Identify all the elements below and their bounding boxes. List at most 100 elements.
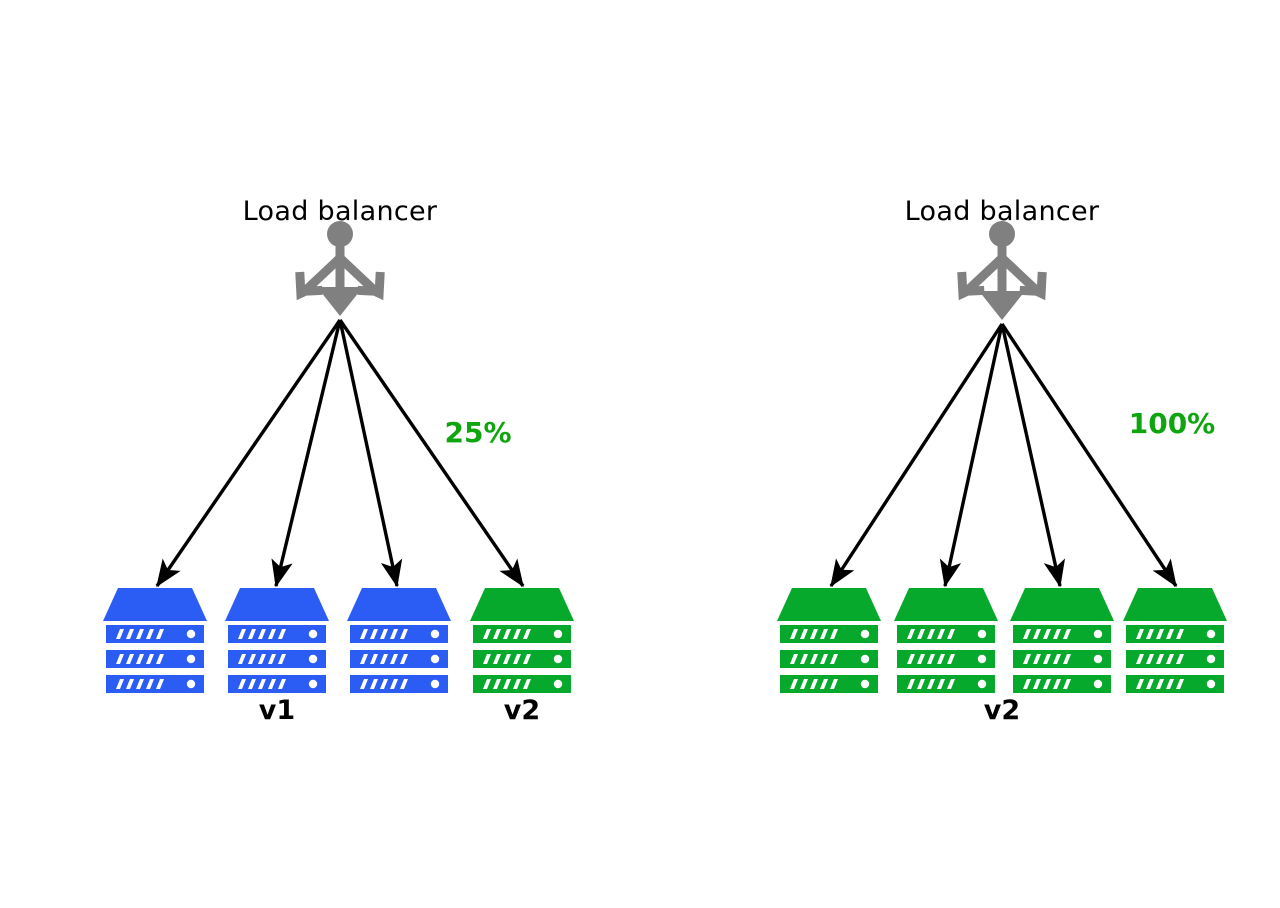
server-vent-slot — [800, 654, 808, 664]
lb-arrowhead-right — [357, 271, 385, 301]
status-led — [430, 629, 440, 639]
server-vent-slot — [1156, 679, 1164, 689]
server-lid — [225, 588, 329, 621]
server-vent-slot — [1023, 629, 1031, 639]
server-node[interactable] — [347, 588, 451, 693]
server-vent-slot — [278, 629, 286, 639]
status-led — [1206, 654, 1216, 664]
server-vent-slot — [947, 654, 955, 664]
server-unit — [780, 650, 878, 668]
server-vent-slot — [1053, 629, 1061, 639]
server-unit — [228, 625, 326, 643]
server-node[interactable] — [777, 588, 881, 693]
panel-before: Load balancer 25% — [103, 196, 574, 726]
status-led — [553, 629, 563, 639]
server-vent-slot — [493, 679, 501, 689]
server-vent-slot — [1166, 629, 1174, 639]
server-node[interactable] — [1010, 588, 1114, 693]
load-balancer-node-circle — [989, 221, 1015, 247]
server-unit — [473, 625, 571, 643]
server-vent-slot — [146, 629, 154, 639]
traffic-arrows-after — [829, 323, 1178, 588]
server-vent-slot — [927, 654, 935, 664]
lb-arrowhead-left — [295, 271, 323, 301]
lb-arrowhead-left — [957, 271, 985, 301]
server-unit — [1126, 625, 1224, 643]
server-vent-slot — [258, 679, 266, 689]
server-vent-slot — [830, 629, 838, 639]
traffic-arrow-after-4 — [1000, 323, 1178, 588]
server-vent-slot — [238, 629, 246, 639]
server-vent-slot — [1166, 654, 1174, 664]
server-vent-slot — [400, 629, 408, 639]
server-unit — [897, 650, 995, 668]
server-vent-slot — [1053, 654, 1061, 664]
server-vent-slot — [1053, 679, 1061, 689]
server-vent-slot — [146, 679, 154, 689]
server-vent-slot — [907, 654, 915, 664]
server-vent-slot — [1146, 629, 1154, 639]
server-vent-slot — [493, 654, 501, 664]
server-unit — [350, 650, 448, 668]
server-vent-slot — [1043, 654, 1051, 664]
status-led — [1093, 679, 1103, 689]
server-unit — [780, 625, 878, 643]
server-vent-slot — [513, 679, 521, 689]
server-vent-slot — [248, 679, 256, 689]
server-vent-slot — [483, 679, 491, 689]
server-unit — [1013, 675, 1111, 693]
server-vent-slot — [907, 679, 915, 689]
server-vent-slot — [917, 654, 925, 664]
traffic-arrow-after-3 — [1000, 323, 1066, 588]
status-led — [186, 654, 196, 664]
load-balancer-node-circle — [327, 221, 353, 247]
server-vent-slot — [810, 679, 818, 689]
server-vent-slot — [1156, 654, 1164, 664]
server-unit — [1013, 650, 1111, 668]
server-vent-slot — [1146, 679, 1154, 689]
server-lid — [894, 588, 998, 621]
server-unit — [473, 650, 571, 668]
server-node[interactable] — [225, 588, 329, 693]
status-led — [860, 654, 870, 664]
server-vent-slot — [947, 629, 955, 639]
load-balancer-icon-after[interactable] — [957, 221, 1047, 320]
server-unit — [350, 675, 448, 693]
server-vent-slot — [238, 679, 246, 689]
server-group-before — [103, 588, 574, 693]
server-unit — [228, 650, 326, 668]
server-vent-slot — [1176, 629, 1184, 639]
load-balancer-icon-before[interactable] — [295, 221, 385, 316]
server-node[interactable] — [470, 588, 574, 693]
server-node[interactable] — [103, 588, 207, 693]
server-node[interactable] — [1123, 588, 1227, 693]
server-node[interactable] — [894, 588, 998, 693]
server-vent-slot — [116, 629, 124, 639]
panel-after: Load balancer 100% v2 — [777, 196, 1227, 726]
server-unit — [228, 675, 326, 693]
server-vent-slot — [268, 629, 276, 639]
server-vent-slot — [370, 629, 378, 639]
server-vent-slot — [1136, 629, 1144, 639]
server-vent-slot — [278, 679, 286, 689]
server-lid — [347, 588, 451, 621]
server-unit — [780, 675, 878, 693]
server-vent-slot — [483, 629, 491, 639]
server-vent-slot — [790, 629, 798, 639]
server-vent-slot — [156, 679, 164, 689]
status-led — [860, 679, 870, 689]
server-vent-slot — [136, 679, 144, 689]
server-vent-slot — [1136, 654, 1144, 664]
server-vent-slot — [258, 654, 266, 664]
server-vent-slot — [503, 654, 511, 664]
server-vent-slot — [937, 679, 945, 689]
traffic-arrow-after-1 — [829, 323, 1004, 588]
server-vent-slot — [937, 629, 945, 639]
server-vent-slot — [126, 654, 134, 664]
server-vent-slot — [370, 654, 378, 664]
server-vent-slot — [800, 629, 808, 639]
version-label-after-v2: v2 — [984, 695, 1020, 726]
status-led — [1093, 629, 1103, 639]
